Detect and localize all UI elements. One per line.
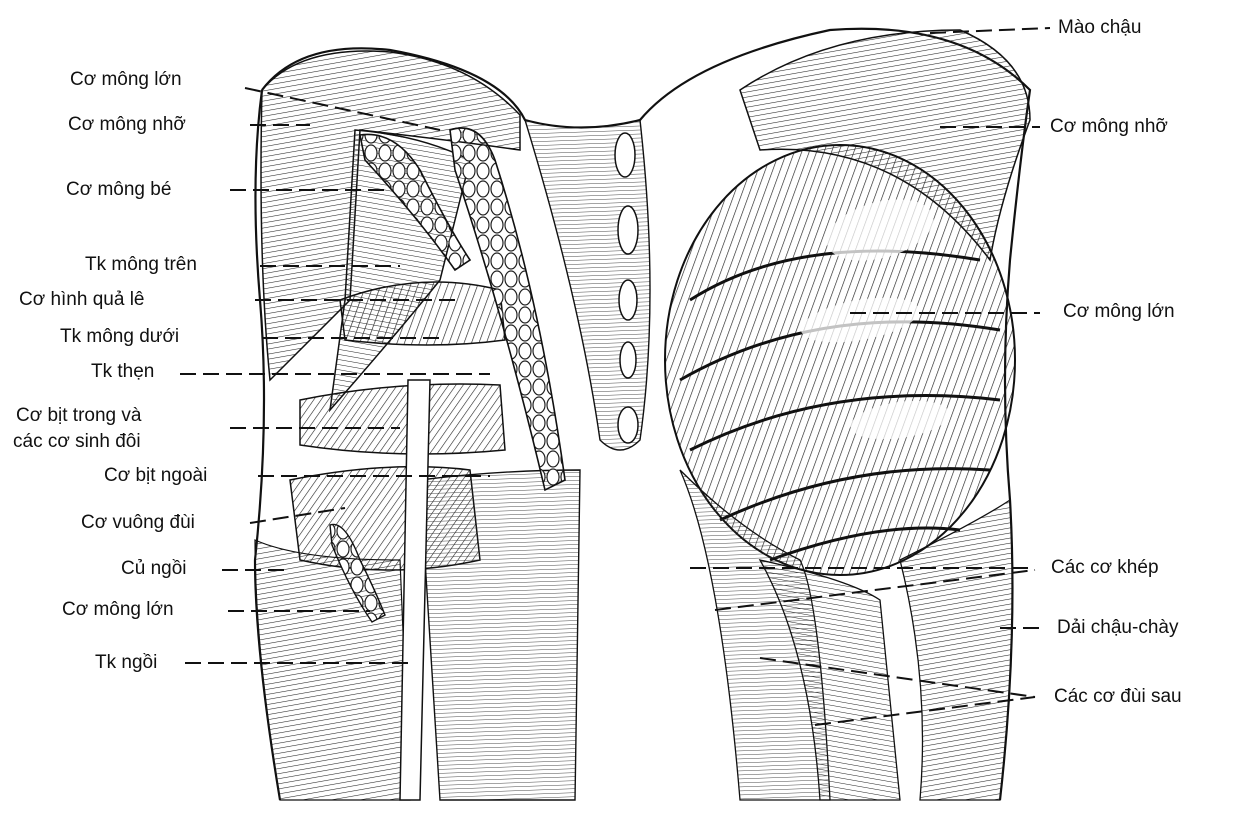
left-piriformis: [340, 282, 505, 345]
left-obturator-gemelli: [300, 384, 505, 454]
label-ischial-tuberosity: Củ ngồi: [121, 558, 187, 580]
left-hamstrings: [420, 470, 580, 800]
label-gluteus-maximus-lower: Cơ mông lớn: [62, 599, 174, 621]
label-sciatic-nerve: Tk ngồi: [95, 652, 157, 674]
label-gluteus-medius-right: Cơ mông nhỡ: [1050, 116, 1168, 138]
label-obturator-internus-line2: các cơ sinh đôi: [13, 430, 141, 454]
label-iliac-crest: Mào chậu: [1058, 17, 1141, 39]
label-gluteus-minimus: Cơ mông bé: [66, 179, 171, 201]
label-superior-gluteal-nerve: Tk mông trên: [85, 254, 197, 276]
label-inferior-gluteal-nerve: Tk mông dưới: [60, 326, 179, 348]
label-hamstrings: Các cơ đùi sau: [1054, 686, 1182, 708]
label-quadratus-femoris: Cơ vuông đùi: [81, 512, 195, 534]
label-obturator-externus: Cơ bịt ngoài: [104, 465, 207, 487]
label-pudendal-nerve: Tk thẹn: [91, 361, 154, 383]
label-gluteus-maximus-right: Cơ mông lớn: [1063, 301, 1175, 323]
label-iliotibial-tract: Dải chậu-chày: [1057, 617, 1178, 639]
label-gluteus-maximus-upper: Cơ mông lớn: [70, 69, 182, 91]
label-obturator-internus-line1: Cơ bịt trong và: [16, 404, 141, 428]
label-adductors: Các cơ khép: [1051, 557, 1159, 579]
label-gluteus-medius-left: Cơ mông nhỡ: [68, 114, 186, 136]
left-lateral-thigh: [255, 540, 410, 800]
label-piriformis: Cơ hình quả lê: [19, 289, 145, 311]
